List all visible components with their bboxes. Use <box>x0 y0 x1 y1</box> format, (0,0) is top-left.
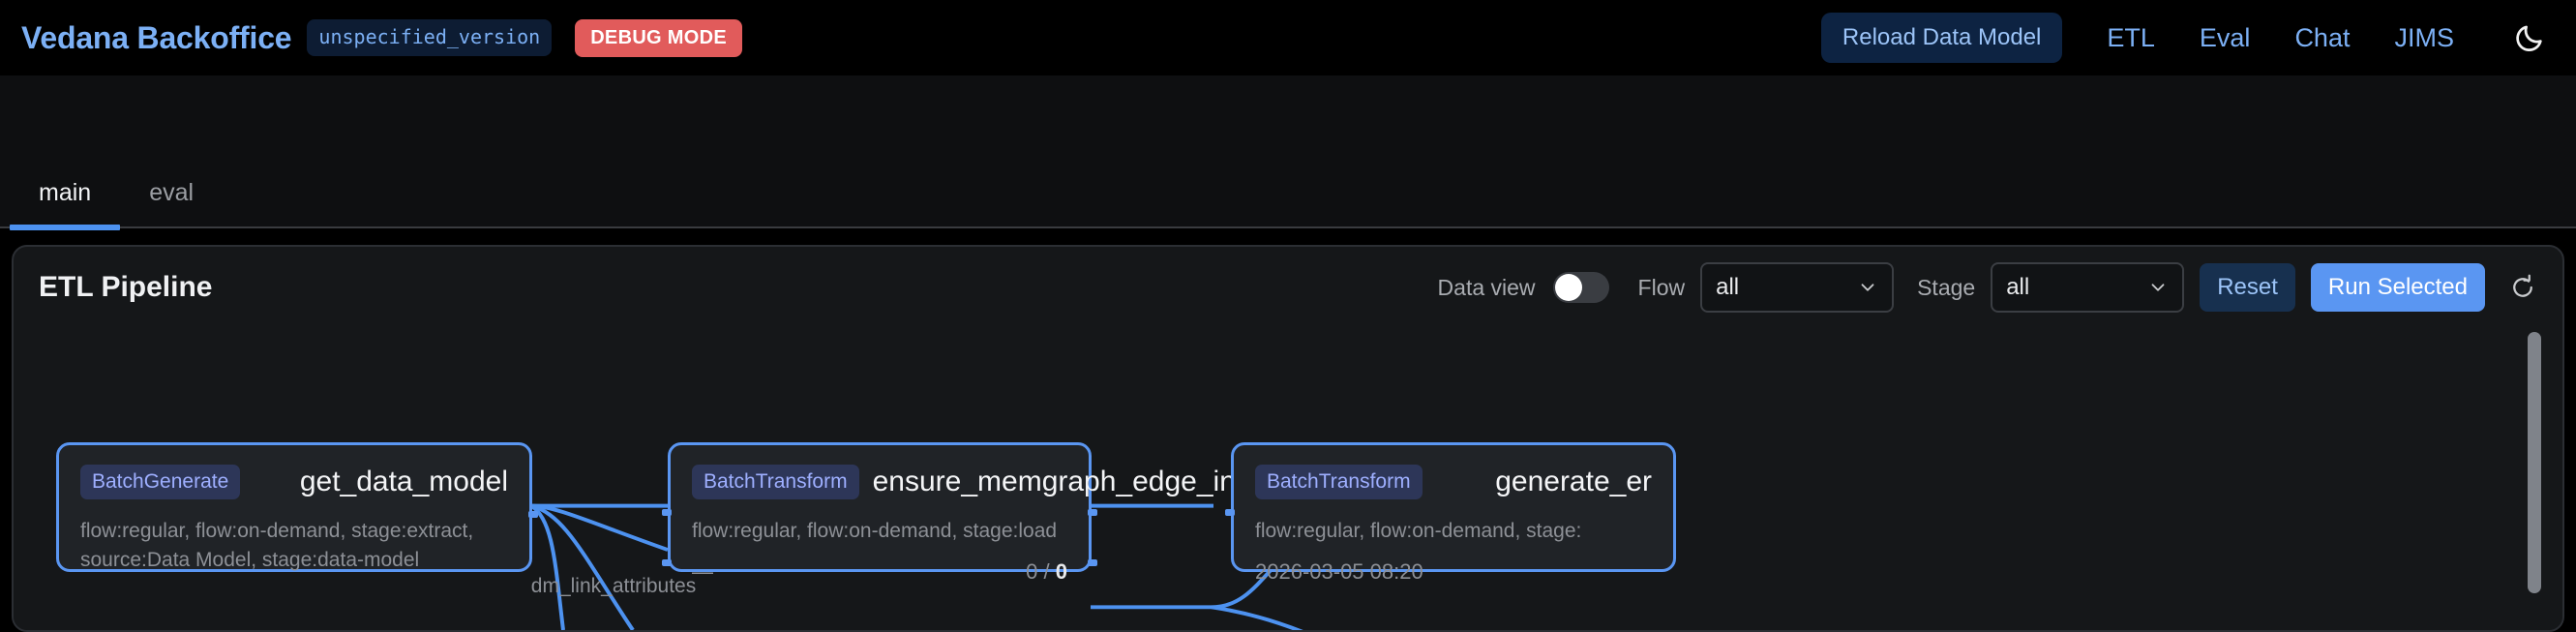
nav-link-eval[interactable]: Eval <box>2199 22 2251 52</box>
flow-select-value: all <box>1716 274 1740 300</box>
node-counts: 0 / 0 <box>1026 559 1067 585</box>
node-handle-left-top[interactable] <box>1225 509 1235 516</box>
scrollbar-thumb[interactable] <box>2528 332 2541 593</box>
reset-button[interactable]: Reset <box>2200 263 2295 312</box>
version-chip: unspecified_version <box>307 19 553 56</box>
node-title: get_data_model <box>299 466 508 497</box>
nav-link-jims[interactable]: JIMS <box>2394 22 2454 52</box>
node-count-total: 0 <box>1055 558 1067 584</box>
refresh-icon <box>2513 274 2532 297</box>
node-kind-badge: BatchTransform <box>692 465 859 499</box>
data-view-label: Data view <box>1437 274 1536 300</box>
pipeline-node-generate-er[interactable]: BatchTransform generate_er flow:regular,… <box>1225 442 1676 584</box>
pipeline-graph-canvas[interactable]: dm_link_attributes dm_anchor_attributes … <box>14 328 2562 630</box>
node-footer: — 0 / 0 <box>692 559 1067 585</box>
moon-icon <box>2516 25 2542 51</box>
node-handle-right[interactable] <box>528 511 538 518</box>
node-meta: flow:regular, flow:on-demand, stage:load <box>692 520 1058 542</box>
page-title: ETL Pipeline <box>39 271 213 303</box>
panel-toolbar: ETL Pipeline Data view Flow all Stage al… <box>14 247 2562 328</box>
chevron-down-icon <box>2151 284 2165 291</box>
edge-label: dm_link_attributes <box>530 575 697 597</box>
node-kind-badge: BatchTransform <box>1255 465 1423 499</box>
node-handle-left-bottom[interactable] <box>662 559 672 566</box>
edge-line <box>530 503 635 630</box>
node-header: BatchTransform ensure_memgraph_edge_inde… <box>692 465 1313 499</box>
stage-select-value: all <box>2006 274 2030 300</box>
node-footer: 2026-03-05 08:20 <box>1255 559 1652 585</box>
node-header: BatchGenerate get_data_model <box>80 465 508 499</box>
toggle-knob <box>1554 274 1582 301</box>
node-meta: flow:regular, flow:on-demand, stage:extr… <box>80 520 474 571</box>
nav-link-etl[interactable]: ETL <box>2107 22 2155 52</box>
tab-strip: main eval <box>0 75 2576 230</box>
node-timestamp: 2026-03-05 08:20 <box>1255 558 1423 584</box>
edge-line <box>1211 605 1303 630</box>
reload-data-model-button[interactable]: Reload Data Model <box>1820 13 2063 63</box>
node-status-dash: — <box>692 558 713 584</box>
node-handle-right-bottom[interactable] <box>1088 559 1097 566</box>
nav-link-chat[interactable]: Chat <box>2294 22 2351 52</box>
node-header: BatchTransform generate_er <box>1255 465 1652 499</box>
refresh-button[interactable] <box>2504 269 2541 306</box>
tab-main[interactable]: main <box>10 179 121 230</box>
tab-eval[interactable]: eval <box>149 179 195 206</box>
node-meta: flow:regular, flow:on-demand, stage: <box>1255 520 1582 542</box>
node-handle-right-top[interactable] <box>1088 509 1097 516</box>
node-handle-left-top[interactable] <box>662 509 672 516</box>
etl-pipeline-panel: ETL Pipeline Data view Flow all Stage al… <box>12 245 2564 632</box>
flow-select[interactable]: all <box>1700 262 1895 313</box>
pipeline-node-ensure-memgraph-edge-indexes[interactable]: BatchTransform ensure_memgraph_edge_inde… <box>662 442 1313 584</box>
canvas-vertical-scrollbar[interactable] <box>2528 328 2541 630</box>
node-count-done: 0 / <box>1026 558 1056 584</box>
stage-label: Stage <box>1917 274 1976 300</box>
stage-select[interactable]: all <box>1991 262 2185 313</box>
edge-line <box>530 503 669 552</box>
flow-label: Flow <box>1637 274 1686 300</box>
theme-toggle-button[interactable] <box>2510 18 2549 57</box>
data-view-toggle[interactable] <box>1552 272 1609 303</box>
run-selected-button[interactable]: Run Selected <box>2310 263 2485 312</box>
app-brand-title: Vedana Backoffice <box>21 19 292 55</box>
edge-line <box>529 503 565 630</box>
node-kind-badge: BatchGenerate <box>80 465 241 499</box>
chevron-down-icon <box>1861 284 1874 291</box>
pipeline-node-get-data-model[interactable]: BatchGenerate get_data_model flow:regula… <box>56 442 538 572</box>
node-title: generate_er <box>1495 466 1652 497</box>
debug-mode-badge: DEBUG MODE <box>575 18 742 57</box>
tabs-row: main eval <box>0 75 223 230</box>
app-header: Vedana Backoffice unspecified_version DE… <box>0 0 2576 75</box>
